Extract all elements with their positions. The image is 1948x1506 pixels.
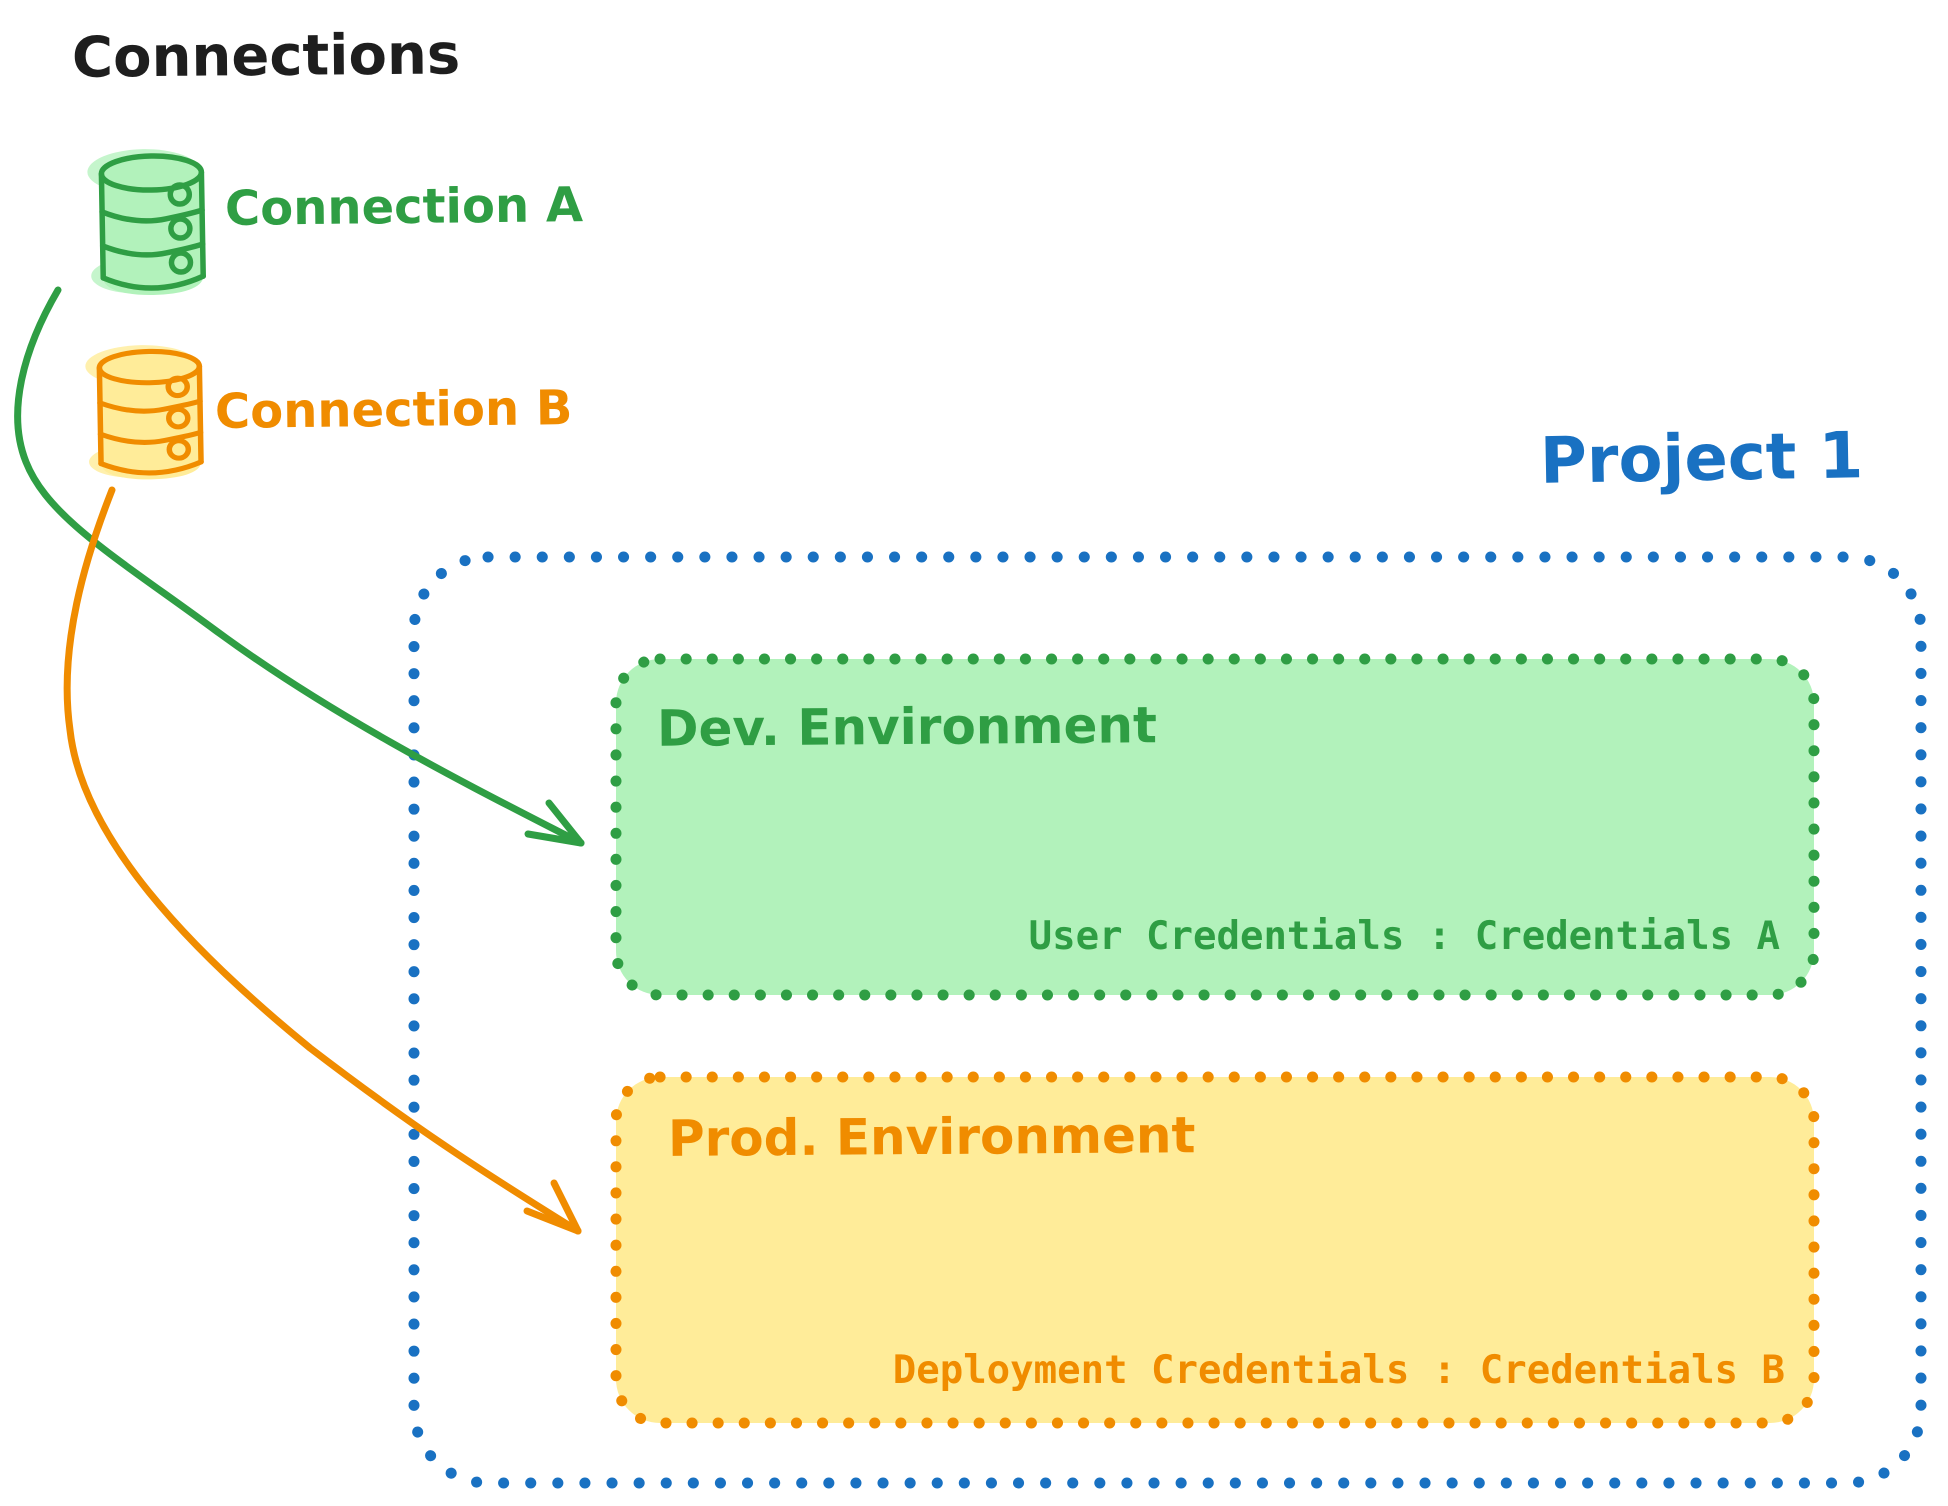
connection-a-label: Connection A xyxy=(224,177,584,237)
prod-environment-box xyxy=(610,1071,1820,1429)
dev-environment-title: Dev. Environment xyxy=(656,696,1158,758)
prod-environment-credentials: Deployment Credentials : Credentials B xyxy=(892,1348,1785,1393)
arrow-connection-b-to-prod xyxy=(63,486,582,1235)
database-icon-connection-a xyxy=(87,149,206,296)
project-container-border xyxy=(408,551,1927,1489)
project-title: Project 1 xyxy=(1539,419,1864,499)
connection-b-label: Connection B xyxy=(214,380,573,440)
prod-environment-title: Prod. Environment xyxy=(667,1106,1196,1168)
arrow-connection-a-to-dev xyxy=(14,286,585,847)
database-icon-connection-b xyxy=(85,345,204,480)
dev-environment-credentials: User Credentials : Credentials A xyxy=(1028,914,1780,959)
connections-title: Connections xyxy=(71,22,461,91)
dev-environment-box xyxy=(610,653,1820,1001)
